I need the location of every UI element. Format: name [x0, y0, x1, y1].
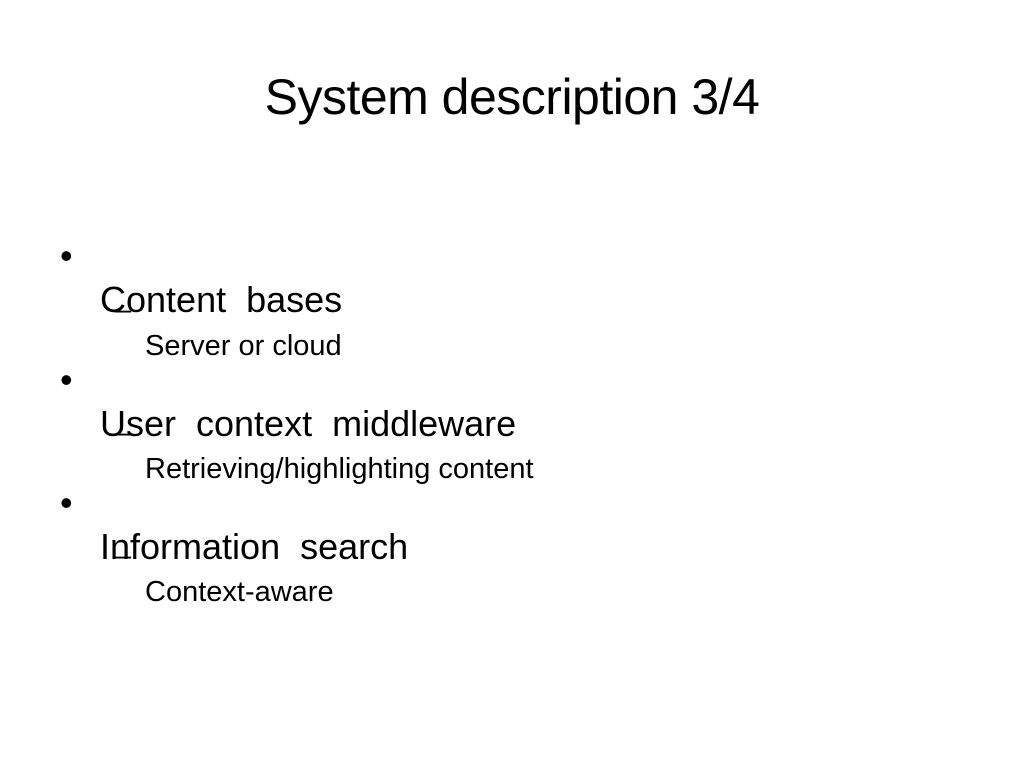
- dash-icon: –: [115, 294, 132, 326]
- bullet-text: Information search: [100, 526, 409, 567]
- bullet-dot-icon: •: [60, 359, 73, 400]
- sub-bullet-item: – Context-aware: [0, 502, 334, 646]
- bullet-item: • Content bases: [0, 190, 342, 366]
- bullet-dot-icon: •: [60, 235, 73, 276]
- bullet-dot-icon: •: [60, 482, 73, 523]
- bullet-item: • User context middleware: [0, 314, 516, 490]
- sub-bullet-text: Retrieving/highlighting content: [145, 453, 534, 485]
- dash-icon: –: [115, 417, 132, 449]
- sub-bullet-text: Server or cloud: [145, 330, 342, 362]
- sub-bullet-text: Context-aware: [145, 576, 334, 608]
- slide-title: System description 3/4: [264, 69, 760, 125]
- bullet-item: • Information search: [0, 437, 408, 613]
- bullet-text: Content bases: [100, 279, 343, 320]
- sub-bullet-item: – Retrieving/highlighting content: [0, 379, 534, 523]
- sub-bullet-item: – Server or cloud: [0, 256, 342, 400]
- bullet-text: User context middleware: [100, 403, 517, 444]
- dash-icon: –: [115, 540, 132, 572]
